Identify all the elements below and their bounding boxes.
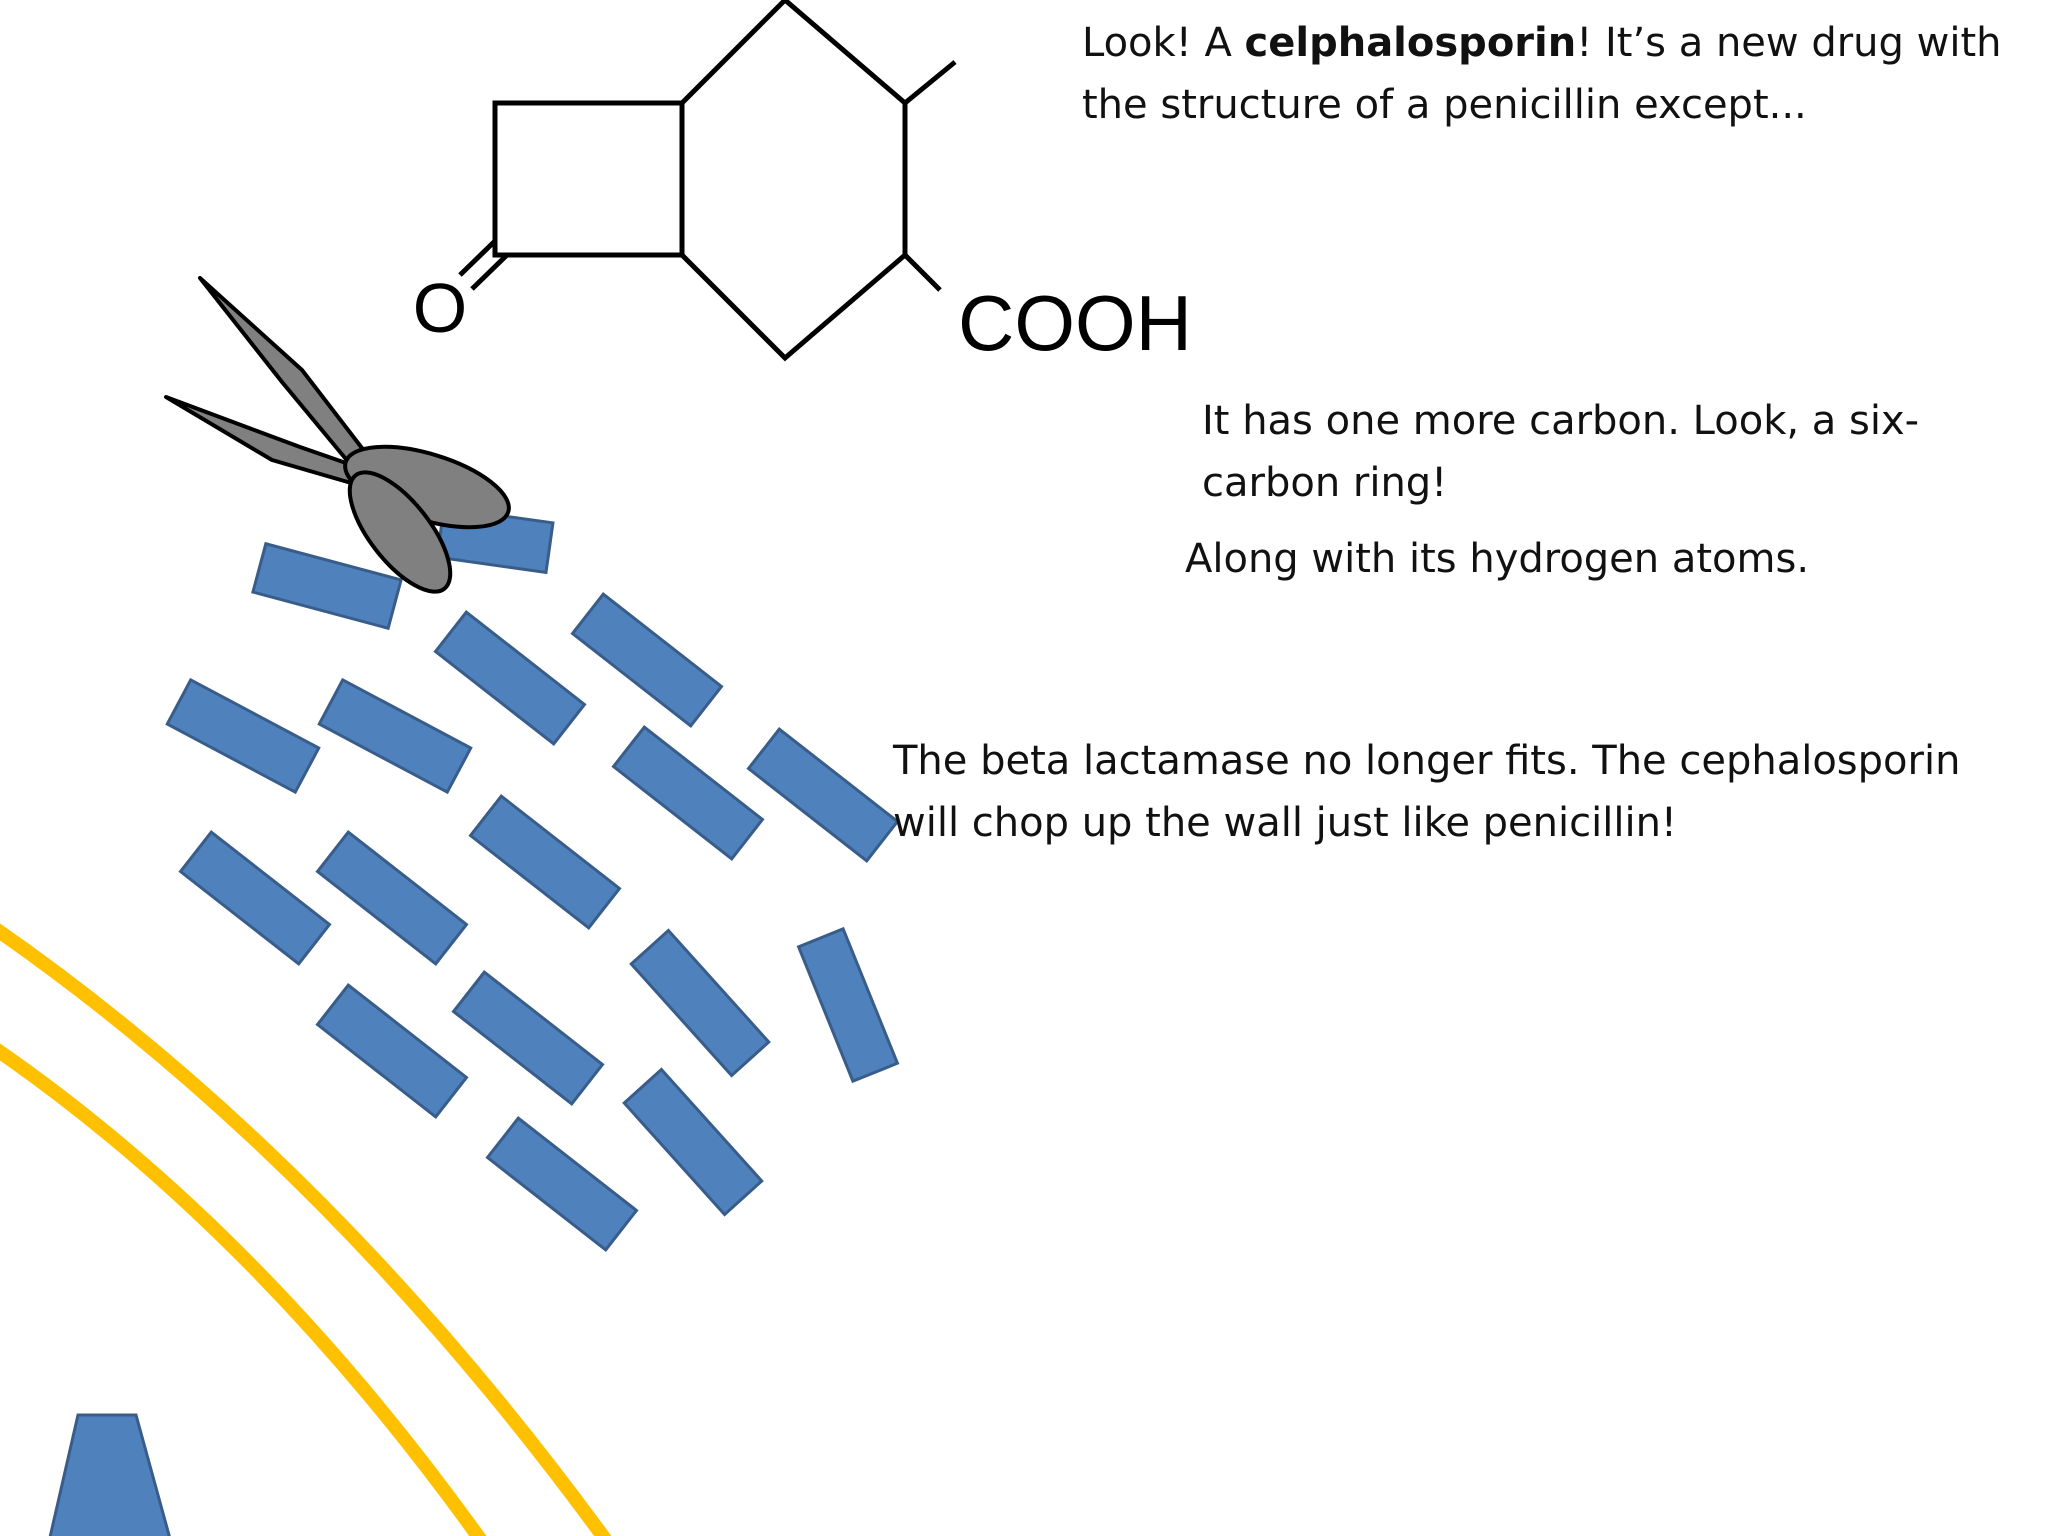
carboxyl-label: COOH — [958, 279, 1192, 367]
carbon-ring-note: It has one more carbon. Look, a six-carb… — [1202, 398, 1920, 506]
methyl-bond — [903, 60, 957, 105]
intro-note: Look! A celphalosporin! It’s a new drug … — [1082, 12, 2022, 136]
wall-block — [451, 970, 605, 1106]
carbonyl-bond-2 — [470, 253, 509, 291]
wall-block — [611, 725, 765, 861]
wall-block — [251, 541, 403, 631]
cell-wall-blocks — [165, 505, 900, 1252]
wall-block — [622, 1067, 764, 1217]
scissors-icon — [164, 276, 511, 594]
beta-lactamase-note: The beta lactamase no longer fits. The c… — [893, 738, 1961, 846]
membrane-outer-arc — [0, 923, 612, 1536]
wall-block — [433, 610, 587, 746]
beta-lactam-ring — [492, 100, 685, 258]
intro-text-end: ! It’s a new drug with the structure of … — [1082, 20, 2002, 128]
membrane-inner-arc — [0, 1043, 487, 1536]
wall-block — [165, 677, 321, 795]
intro-text-start: Look! A — [1082, 20, 1245, 66]
carbonyl-bond-1 — [458, 239, 497, 277]
scissors-handle-left — [347, 470, 453, 594]
hydrogen-note: Along with its hydrogen atoms. — [1185, 536, 1810, 582]
wall-block — [317, 677, 473, 795]
drug-name-bold: celphalosporin — [1244, 20, 1577, 66]
wall-block — [570, 592, 724, 728]
wall-block — [468, 794, 622, 930]
wall-block — [485, 1116, 639, 1252]
wall-block — [796, 926, 900, 1084]
six-membered-ring — [680, 0, 908, 362]
wall-block — [178, 830, 332, 966]
carboxyl-bond — [903, 253, 942, 292]
oxygen-label: O — [413, 269, 467, 347]
trapezoid-protein-icon — [48, 1413, 171, 1536]
wall-block — [315, 983, 469, 1119]
wall-block — [315, 830, 469, 966]
wall-block — [746, 727, 900, 863]
cell-membrane — [0, 923, 612, 1536]
cephalosporin-molecule: O COOH — [413, 0, 1192, 367]
bond-lines — [458, 0, 957, 362]
wall-block — [629, 928, 771, 1078]
